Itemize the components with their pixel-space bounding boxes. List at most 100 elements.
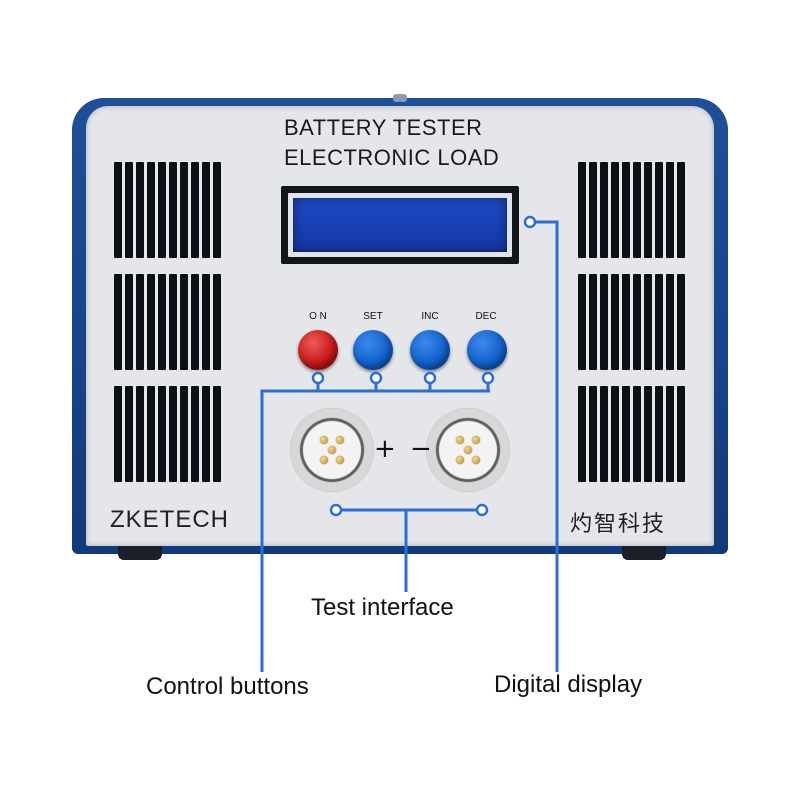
vent-slot: [655, 162, 663, 258]
on-button[interactable]: [298, 330, 338, 370]
vent-slot: [589, 162, 597, 258]
vent-slot: [589, 386, 597, 482]
button-label-inc: INC: [421, 311, 439, 322]
vent-slot: [655, 386, 663, 482]
vent-slot: [213, 162, 221, 258]
callout-test-interface: Test interface: [311, 594, 454, 621]
vent-slot: [611, 162, 619, 258]
negative-terminal-connector[interactable]: [426, 408, 510, 492]
connector-pin: [320, 456, 328, 464]
vent-slot: [589, 274, 597, 370]
digital-display-leader: [530, 220, 559, 672]
vent-slot: [578, 386, 586, 482]
button-label-dec: DEC: [475, 311, 497, 322]
right-vent-grille: [578, 162, 685, 482]
vent-slot: [622, 162, 630, 258]
vent-slot: [213, 274, 221, 370]
vent-slot: [644, 162, 652, 258]
vent-slot: [600, 162, 608, 258]
vent-slot: [169, 386, 177, 482]
front-panel: [86, 106, 714, 546]
vent-slot: [677, 386, 685, 482]
brand-name-chinese: 灼智科技: [570, 512, 667, 537]
vent-slot: [578, 274, 586, 370]
right-foot: [622, 546, 666, 560]
vent-slot: [125, 386, 133, 482]
vent-slot: [666, 274, 674, 370]
dec-button[interactable]: [467, 330, 507, 370]
brand-name: ZKETECH: [110, 506, 230, 533]
callout-control-buttons: Control buttons: [146, 673, 309, 700]
vent-slot: [600, 274, 608, 370]
top-screw: [393, 94, 407, 102]
leader-dot-set: [369, 371, 383, 385]
vent-slot: [644, 386, 652, 482]
device-title-line2: ELECTRONIC LOAD: [284, 145, 500, 170]
set-button[interactable]: [353, 330, 393, 370]
vent-slot: [191, 274, 199, 370]
vent-slot: [191, 386, 199, 482]
leader-dot-negative: [475, 503, 489, 517]
positive-terminal-connector[interactable]: [290, 408, 374, 492]
vent-slot: [666, 162, 674, 258]
vent-slot: [633, 274, 641, 370]
vent-slot: [158, 162, 166, 258]
vent-slot: [180, 386, 188, 482]
vent-slot: [644, 274, 652, 370]
vent-slot: [180, 274, 188, 370]
connector-pin: [336, 436, 344, 444]
vent-slot: [147, 386, 155, 482]
vent-slot: [114, 162, 122, 258]
vent-slot: [666, 386, 674, 482]
vent-slot: [169, 162, 177, 258]
leader-dot-dec: [481, 371, 495, 385]
vent-slot: [578, 162, 586, 258]
vent-slot: [158, 274, 166, 370]
leader-dot-display: [523, 215, 537, 229]
vent-slot: [136, 386, 144, 482]
vent-slot: [633, 386, 641, 482]
left-vent-grille: [114, 162, 221, 482]
connector-pin: [456, 436, 464, 444]
inc-button[interactable]: [410, 330, 450, 370]
vent-slot: [213, 386, 221, 482]
leader-dot-inc: [423, 371, 437, 385]
device-title-line1: BATTERY TESTER: [284, 115, 483, 140]
connector-pin: [328, 446, 336, 454]
connector-pin: [464, 446, 472, 454]
vent-slot: [677, 274, 685, 370]
vent-slot: [622, 386, 630, 482]
connector-pin: [336, 456, 344, 464]
vent-slot: [136, 162, 144, 258]
vent-slot: [125, 162, 133, 258]
negative-sign: −: [410, 434, 432, 464]
button-label-set: SET: [363, 311, 383, 322]
vent-slot: [202, 386, 210, 482]
vent-slot: [202, 162, 210, 258]
leader-dot-on: [311, 371, 325, 385]
vent-slot: [677, 162, 685, 258]
vent-slot: [158, 386, 166, 482]
vent-slot: [169, 274, 177, 370]
connector-pin: [472, 436, 480, 444]
vent-slot: [611, 386, 619, 482]
vent-slot: [125, 274, 133, 370]
vent-slot: [633, 162, 641, 258]
vent-slot: [202, 274, 210, 370]
vent-slot: [600, 386, 608, 482]
vent-slot: [191, 162, 199, 258]
vent-slot: [114, 274, 122, 370]
vent-slot: [114, 386, 122, 482]
connector-pin: [456, 456, 464, 464]
vent-slot: [147, 162, 155, 258]
positive-sign: +: [374, 434, 396, 464]
vent-slot: [180, 162, 188, 258]
left-foot: [118, 546, 162, 560]
control-buttons-leader: [260, 389, 490, 672]
button-label-on: O N: [309, 311, 327, 322]
connector-pin: [320, 436, 328, 444]
vent-slot: [147, 274, 155, 370]
vent-slot: [622, 274, 630, 370]
vent-slot: [655, 274, 663, 370]
